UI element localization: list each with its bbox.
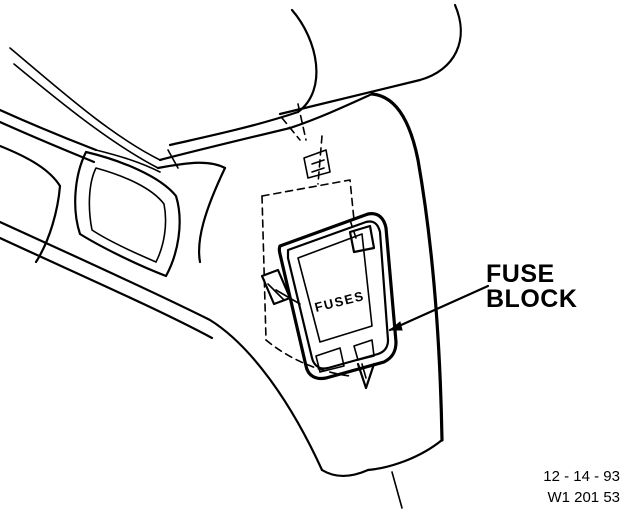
upper-body-panel — [9, 3, 462, 169]
side-panel-outline — [0, 92, 444, 509]
dashboard-top-ledge — [156, 92, 374, 170]
lower-dash-arc — [0, 144, 62, 264]
callout-line-1: FUSE — [486, 260, 555, 288]
vent-window — [74, 150, 181, 278]
figure-code: W1 201 53 — [547, 489, 620, 506]
callout-line-2: BLOCK — [486, 285, 578, 313]
callout-leader — [388, 284, 490, 332]
fuse-block-label: FUSES — [313, 288, 366, 315]
figure-reference: 12 - 14 - 93 W1 201 53 — [500, 466, 620, 508]
fuse-block-callout: FUSE BLOCK — [486, 262, 577, 312]
dash-trim-strips — [0, 108, 161, 173]
figure-date: 12 - 14 - 93 — [543, 468, 620, 485]
fuse-block — [277, 212, 398, 390]
